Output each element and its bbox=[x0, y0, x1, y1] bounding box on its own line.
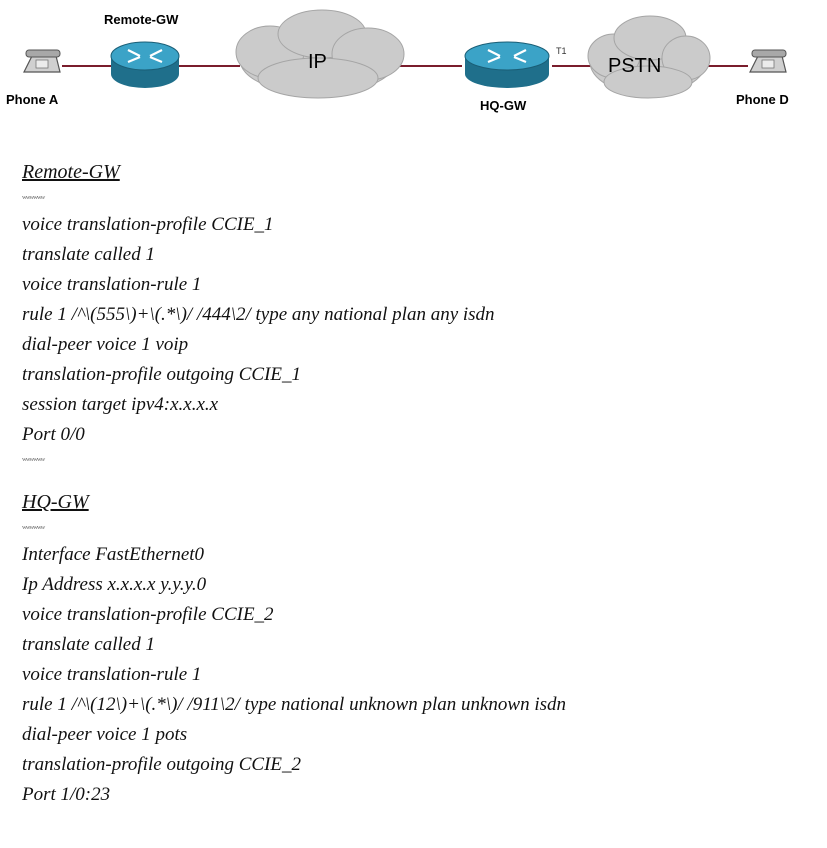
config-line: translation-profile outgoing CCIE_2 bbox=[22, 754, 302, 775]
config-line: translate called 1 bbox=[22, 634, 155, 655]
config-line: voice translation-rule 1 bbox=[22, 664, 202, 685]
phone-icon bbox=[23, 49, 61, 73]
cloud-icon bbox=[235, 9, 405, 99]
router-icon bbox=[110, 41, 180, 88]
remote-gw-section: Remote-GW ʷʷʷʷʷʷ voice translation-profi… bbox=[22, 156, 812, 472]
config-line: Interface FastEthernet0 bbox=[22, 544, 205, 565]
config-line: dial-peer voice 1 voip bbox=[22, 334, 189, 355]
config-line: session target ipv4:x.x.x.x bbox=[22, 394, 219, 415]
elision-marker: ʷʷʷʷʷʷ bbox=[22, 455, 45, 467]
ip-cloud-label: IP bbox=[308, 51, 327, 73]
t1-marker: T1 bbox=[556, 46, 567, 56]
remote-gw-label: Remote-GW bbox=[104, 12, 179, 27]
config-line: voice translation-profile CCIE_2 bbox=[22, 604, 274, 625]
hq-gw-section: HQ-GW ʷʷʷʷʷʷ Interface FastEthernet0 Ip … bbox=[22, 486, 812, 810]
config-line: rule 1 /^\(12\)+\(.*\)/ /911\2/ type nat… bbox=[22, 694, 566, 715]
config-line: rule 1 /^\(555\)+\(.*\)/ /444\2/ type an… bbox=[22, 304, 495, 325]
phone-d-label: Phone D bbox=[736, 92, 789, 107]
network-topology-diagram: Phone A Remote-GW IP T1 HQ-GW PSTN bbox=[6, 9, 789, 113]
config-line: translate called 1 bbox=[22, 244, 155, 265]
config-line: dial-peer voice 1 pots bbox=[22, 724, 188, 745]
elision-marker: ʷʷʷʷʷʷ bbox=[22, 523, 45, 535]
config-line: Ip Address x.x.x.x y.y.y.0 bbox=[22, 574, 207, 595]
phone-icon bbox=[749, 49, 787, 73]
cloud-icon bbox=[587, 15, 711, 99]
config-line: voice translation-rule 1 bbox=[22, 274, 202, 295]
phone-a-label: Phone A bbox=[6, 92, 59, 107]
configuration-text: Remote-GW ʷʷʷʷʷʷ voice translation-profi… bbox=[22, 156, 812, 810]
config-line: Port 0/0 bbox=[22, 424, 85, 445]
config-line: Port 1/0:23 bbox=[22, 784, 111, 805]
elision-marker: ʷʷʷʷʷʷ bbox=[22, 193, 45, 205]
router-icon bbox=[464, 41, 550, 88]
section-title-hq-gw: HQ-GW bbox=[22, 491, 89, 513]
config-line: translation-profile outgoing CCIE_1 bbox=[22, 364, 302, 385]
hq-gw-label: HQ-GW bbox=[480, 98, 527, 113]
section-title-remote-gw: Remote-GW bbox=[22, 161, 120, 183]
pstn-cloud-label: PSTN bbox=[608, 55, 661, 77]
config-line: voice translation-profile CCIE_1 bbox=[22, 214, 274, 235]
